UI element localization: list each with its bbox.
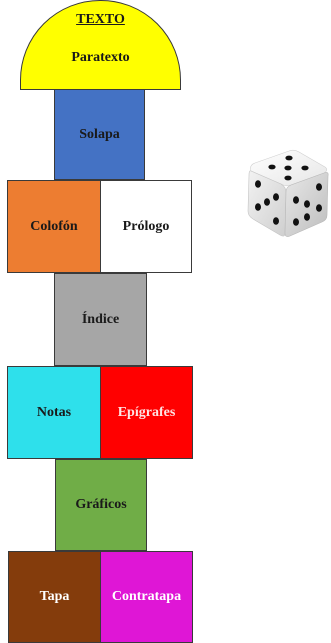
tapa-label: Tapa — [40, 589, 70, 605]
die-icon — [245, 147, 331, 239]
colofon-cell: Colofón — [7, 180, 101, 273]
solapa-cell: Solapa — [54, 89, 145, 180]
epigrafes-cell: Epígrafes — [100, 366, 193, 459]
prologo-label: Prólogo — [123, 219, 170, 235]
colofon-label: Colofón — [30, 219, 77, 235]
notas-cell: Notas — [7, 366, 101, 459]
notas-label: Notas — [37, 405, 71, 421]
prologo-cell: Prólogo — [100, 180, 192, 273]
indice-label: Índice — [82, 312, 119, 328]
indice-cell: Índice — [54, 273, 147, 366]
paratexto-label: Paratexto — [21, 50, 180, 66]
contratapa-label: Contratapa — [112, 589, 181, 605]
tapa-cell: Tapa — [8, 551, 101, 643]
contratapa-cell: Contratapa — [100, 551, 193, 643]
graficos-label: Gráficos — [75, 497, 126, 513]
solapa-label: Solapa — [79, 127, 119, 143]
paratexto-semicircle: TEXTO Paratexto — [20, 0, 181, 90]
texto-title: TEXTO — [21, 12, 180, 28]
graficos-cell: Gráficos — [55, 459, 147, 551]
epigrafes-label: Epígrafes — [118, 405, 176, 421]
